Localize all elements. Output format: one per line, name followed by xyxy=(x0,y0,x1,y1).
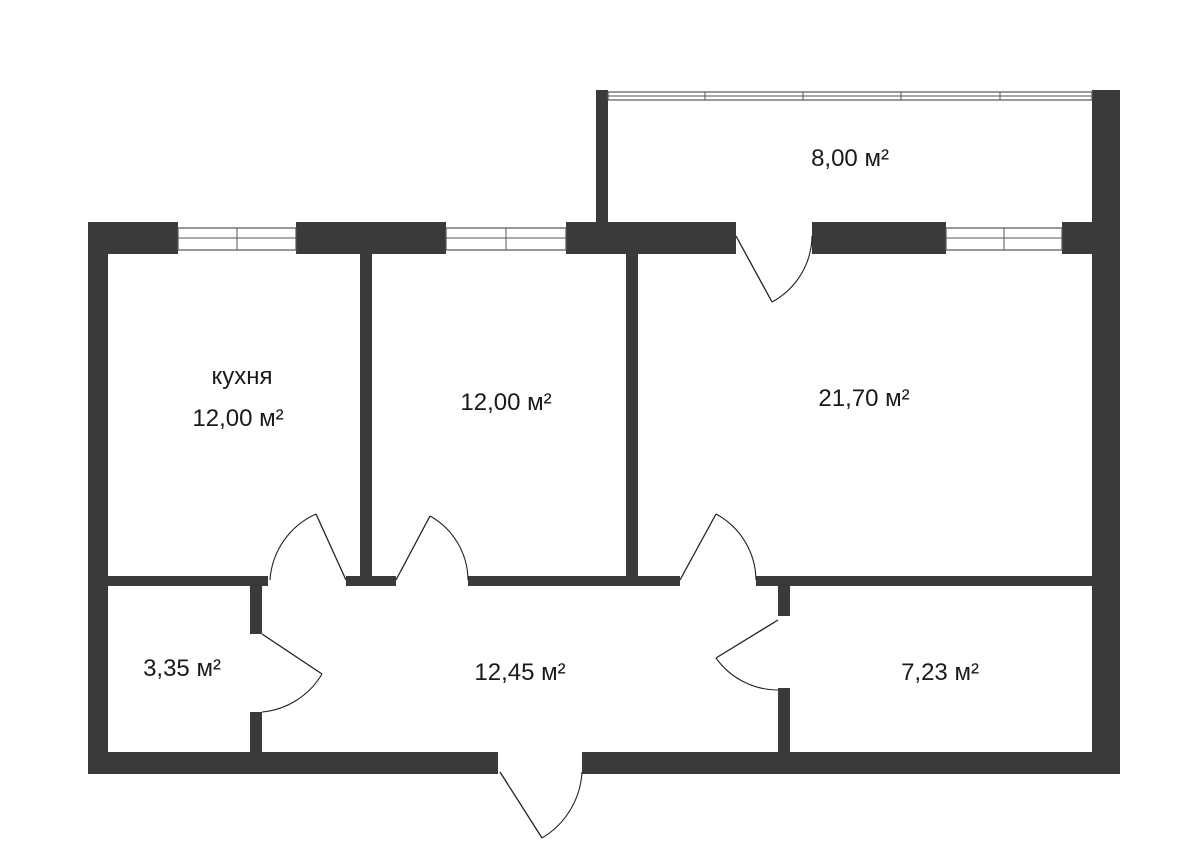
wall-segment xyxy=(296,222,446,254)
wall-segment xyxy=(250,586,262,634)
window-bedroom xyxy=(445,227,567,251)
kitchen-area-label: 12,00 м² xyxy=(192,405,283,432)
door-small-room xyxy=(715,619,779,691)
wall-segment xyxy=(566,222,736,254)
wall-bedroom-living xyxy=(626,254,638,584)
door-kitchen xyxy=(269,513,347,581)
windows xyxy=(177,91,1093,251)
window-living xyxy=(945,227,1063,251)
wall-bottom-right xyxy=(582,752,1120,774)
bathroom-area-label: 3,35 м² xyxy=(143,655,221,682)
window-balcony xyxy=(607,91,1093,101)
wall-balcony-left xyxy=(596,90,608,224)
wall-segment xyxy=(346,576,396,586)
bedroom-area-label: 12,00 м² xyxy=(460,389,551,416)
wall-segment xyxy=(812,222,946,254)
wall-kitchen-bedroom xyxy=(360,254,372,584)
wall-bottom-left xyxy=(88,752,498,774)
hallway-area-label: 12,45 м² xyxy=(474,659,565,686)
living-room-area-label: 21,70 м² xyxy=(818,385,909,412)
wall-segment xyxy=(468,576,680,586)
door-bedroom xyxy=(395,515,469,581)
walls xyxy=(88,90,1120,774)
door-entrance xyxy=(499,771,583,839)
doors xyxy=(261,235,813,839)
balcony-area-label: 8,00 м² xyxy=(811,145,889,172)
wall-segment xyxy=(108,576,268,586)
small-room-area-label: 7,23 м² xyxy=(901,659,979,686)
door-living xyxy=(679,513,757,581)
wall-segment xyxy=(778,586,790,616)
wall-left xyxy=(88,222,108,774)
room-labels: 8,00 м² кухня 12,00 м² 12,00 м² 21,70 м²… xyxy=(143,145,979,686)
wall-segment xyxy=(756,576,1092,586)
window-kitchen xyxy=(177,227,297,251)
kitchen-name-label: кухня xyxy=(211,363,272,390)
door-bathroom xyxy=(261,633,323,713)
wall-segment xyxy=(250,712,262,752)
wall-right xyxy=(1092,90,1120,774)
door-balcony xyxy=(735,235,813,303)
wall-segment xyxy=(778,688,790,752)
